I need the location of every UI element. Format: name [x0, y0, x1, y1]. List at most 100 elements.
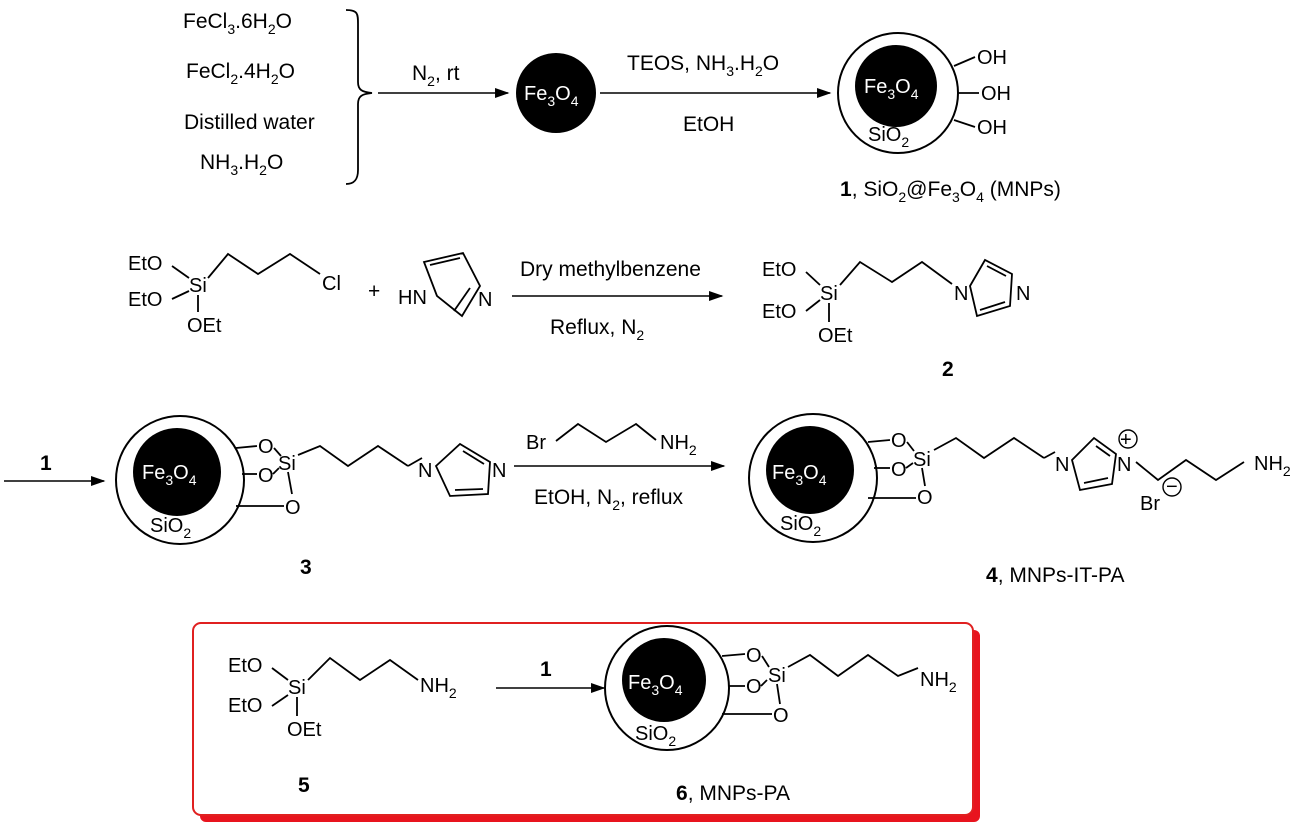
oh-bond [953, 56, 976, 67]
magnetite-core [133, 428, 221, 516]
hydroxyl-label: OH [981, 83, 1011, 105]
reagent-1-label: 1 [40, 452, 52, 475]
product-2-label: 2 [942, 358, 954, 381]
plus-sign: + [368, 280, 380, 303]
oxygen-label: O [285, 497, 301, 519]
magnetite-core [766, 426, 854, 514]
double-bond [454, 488, 484, 491]
propyl-chain [933, 436, 1045, 460]
imidazole-ring [434, 442, 491, 497]
bromopropylamine: Br NH2 [526, 422, 697, 458]
oxygen-label: O [917, 487, 933, 509]
shell-label: SiO2 [635, 723, 676, 749]
silicon-label: Si [189, 275, 207, 297]
bond [171, 290, 190, 300]
ethoxy-label: EtO [762, 259, 796, 281]
core-label: Fe3O4 [142, 462, 197, 488]
oxygen-label: O [773, 705, 789, 727]
oxygen-label: O [258, 436, 274, 458]
ethoxy-label: OEt [818, 325, 853, 347]
core-label: Fe3O4 [772, 462, 827, 488]
negative-charge: − [1166, 476, 1178, 498]
bond [235, 445, 258, 449]
propyl-chain [207, 252, 321, 279]
imidazole: HN N [398, 251, 492, 318]
hydroxyl-label: OH [977, 47, 1007, 69]
oh-bond [953, 119, 976, 128]
nitrogen-label: N [1117, 454, 1131, 476]
nitrogen-label: N [478, 289, 492, 311]
positive-charge: + [1120, 429, 1132, 451]
shell-label: SiO2 [780, 513, 821, 539]
nitrogen-label: N [1016, 283, 1030, 305]
imidazolium-ring [1070, 436, 1117, 492]
propyl-chain [297, 444, 409, 468]
bond [776, 683, 781, 705]
ethoxy-label: EtO [228, 695, 262, 717]
compound-5: EtO EtO Si OEt NH2 [228, 655, 457, 741]
negative-charge-circle [1162, 477, 1182, 497]
distilled-water-label: Distilled water [184, 111, 315, 134]
magnetite-core [516, 53, 596, 133]
propyl-chain [787, 653, 919, 678]
propyl-chain [1135, 458, 1245, 482]
bond [805, 271, 821, 286]
step5-reagent-label: 1 [540, 658, 552, 681]
amine-label: NH2 [920, 669, 957, 695]
bond [906, 441, 915, 452]
product-4-particle: Fe3O4 SiO2 O O O Si N N + NH2 Br − [748, 413, 1291, 543]
step2-solvent: EtOH [683, 113, 734, 136]
step1-conditions: N2, rt [412, 62, 460, 89]
bond [271, 694, 289, 707]
compound-5-label: 5 [298, 774, 310, 797]
step2-reagents: TEOS, NH3.H2O [627, 52, 779, 79]
bromo-label: Br [526, 432, 546, 454]
bond [272, 467, 280, 475]
bond [287, 471, 293, 495]
ethoxy-label: EtO [228, 655, 262, 677]
oxygen-label: O [891, 430, 907, 452]
propyl-chain [555, 422, 657, 444]
magnetite-core [622, 638, 706, 722]
bond [273, 447, 282, 457]
bond [921, 467, 926, 487]
amine-label: NH2 [660, 432, 697, 458]
oxygen-label: O [891, 459, 907, 481]
product-6-caption: 6, MNPs-PA [676, 782, 790, 805]
step4-conditions: EtOH, N2, reflux [534, 486, 684, 513]
bond [760, 679, 768, 687]
double-bond [986, 265, 1007, 277]
product-1-caption: 1, SiO2@Fe3O4 (MNPs) [840, 178, 1061, 205]
silicon-label: Si [820, 283, 838, 305]
oxygen-label: O [258, 465, 274, 487]
double-bond [1095, 445, 1111, 457]
product-4-caption: 4, MNPs-IT-PA [986, 564, 1124, 587]
double-bond [462, 450, 485, 465]
fecl2-label: FeCl2.4H2O [186, 60, 295, 87]
shell-label: SiO2 [150, 515, 191, 541]
nh-label: HN [398, 287, 427, 309]
bond [171, 265, 190, 279]
amine-label: NH2 [1254, 453, 1291, 479]
hydroxyl-label: OH [977, 117, 1007, 139]
double-bond [1083, 477, 1109, 484]
core-label: Fe3O4 [524, 83, 579, 109]
bond [805, 299, 821, 312]
ethoxy-label: OEt [187, 315, 222, 337]
double-bond [979, 301, 1006, 311]
magnetite-core [855, 45, 937, 127]
core-label: Fe3O4 [864, 76, 919, 102]
ethoxy-label: EtO [762, 301, 796, 323]
silicon-label: Si [278, 453, 296, 475]
step3-conditions: Reflux, N2 [550, 316, 644, 343]
double-bond [453, 287, 471, 312]
fe3o4-nanoparticle: Fe3O4 [516, 53, 596, 133]
product-3-particle: Fe3O4 SiO2 O O O Si N N [115, 415, 506, 545]
core-label: Fe3O4 [628, 672, 683, 698]
bromide-label: Br [1140, 493, 1160, 515]
shell-label: SiO2 [868, 124, 909, 150]
ammonia-label: NH3.H2O [200, 151, 283, 178]
bond [1043, 451, 1056, 459]
propyl-chain [839, 260, 953, 286]
